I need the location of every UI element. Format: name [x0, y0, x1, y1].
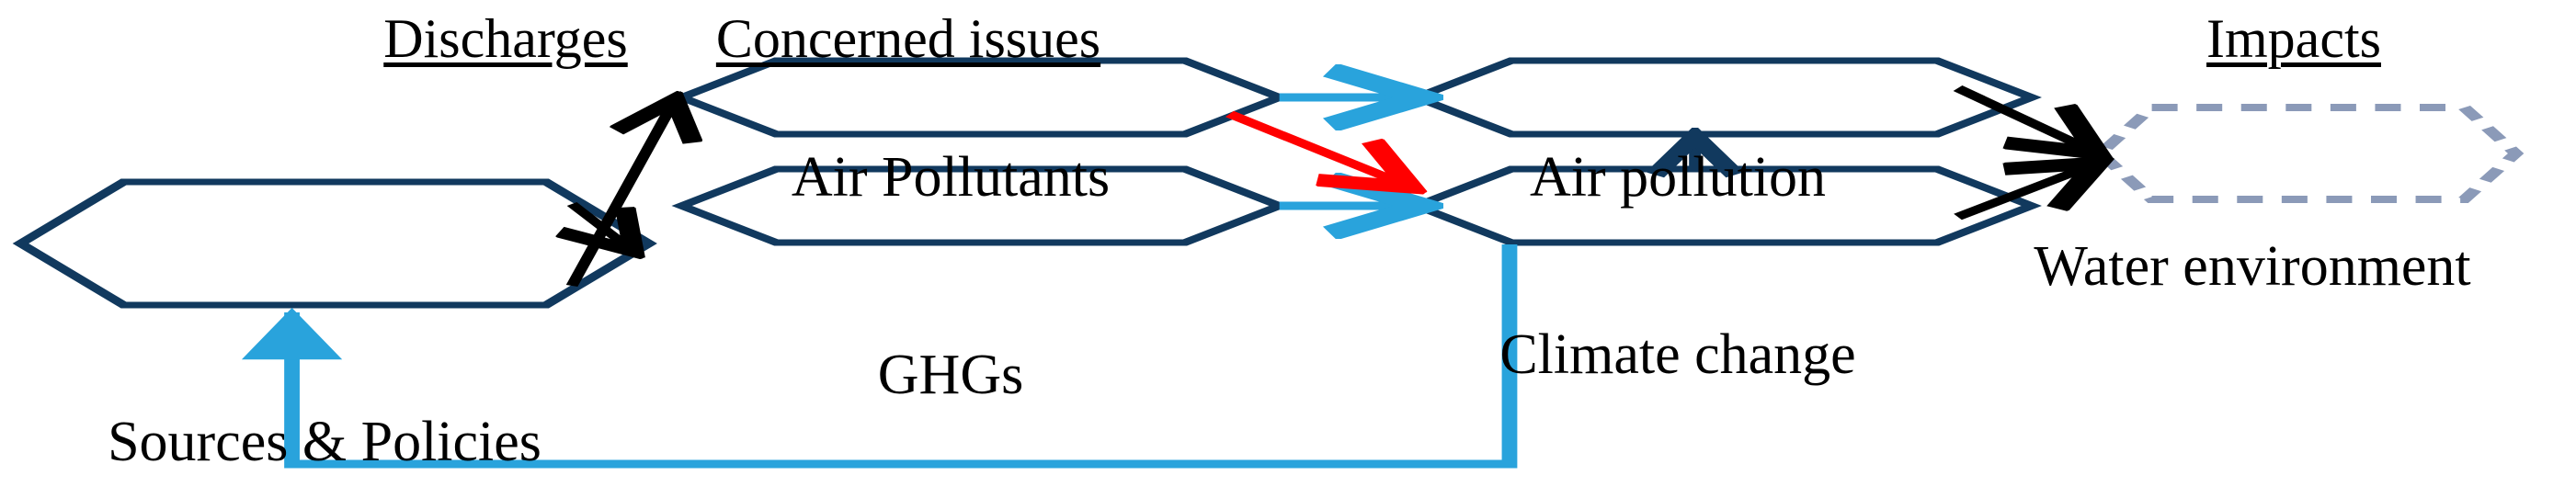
node-label-water-environment: Water environment: [2034, 235, 2471, 298]
node-air-pollutants[interactable]: [671, 57, 1290, 138]
node-label-air-pollution: Air pollution: [1529, 146, 1827, 209]
node-sources-policies[interactable]: [12, 178, 657, 309]
node-ghgs[interactable]: [671, 165, 1290, 246]
edge-air-pollution-to-water-environment: [1953, 85, 2092, 151]
node-label-sources-policies: Sources & Policies: [108, 411, 541, 473]
edge-climate-change-to-water-environment: [1954, 165, 2092, 221]
node-label-air-pollutants: Air Pollutants: [791, 146, 1111, 209]
column-header-discharges: Discharges: [383, 8, 628, 69]
node-label-ghgs: GHGs: [877, 344, 1024, 406]
node-water-environment[interactable]: [2092, 104, 2525, 203]
node-label-climate-change: Climate change: [1499, 323, 1856, 386]
edge-climate-change-feedback-to-sources: [241, 244, 1518, 469]
column-header-concerned-issues: Concerned issues: [715, 8, 1101, 69]
column-header-impacts: Impacts: [2206, 8, 2381, 69]
edge-sources-to-ghgs: [572, 201, 630, 250]
node-air-pollution[interactable]: [1406, 57, 2042, 138]
edge-air-pollutants-to-climate-change: [1225, 110, 1405, 185]
